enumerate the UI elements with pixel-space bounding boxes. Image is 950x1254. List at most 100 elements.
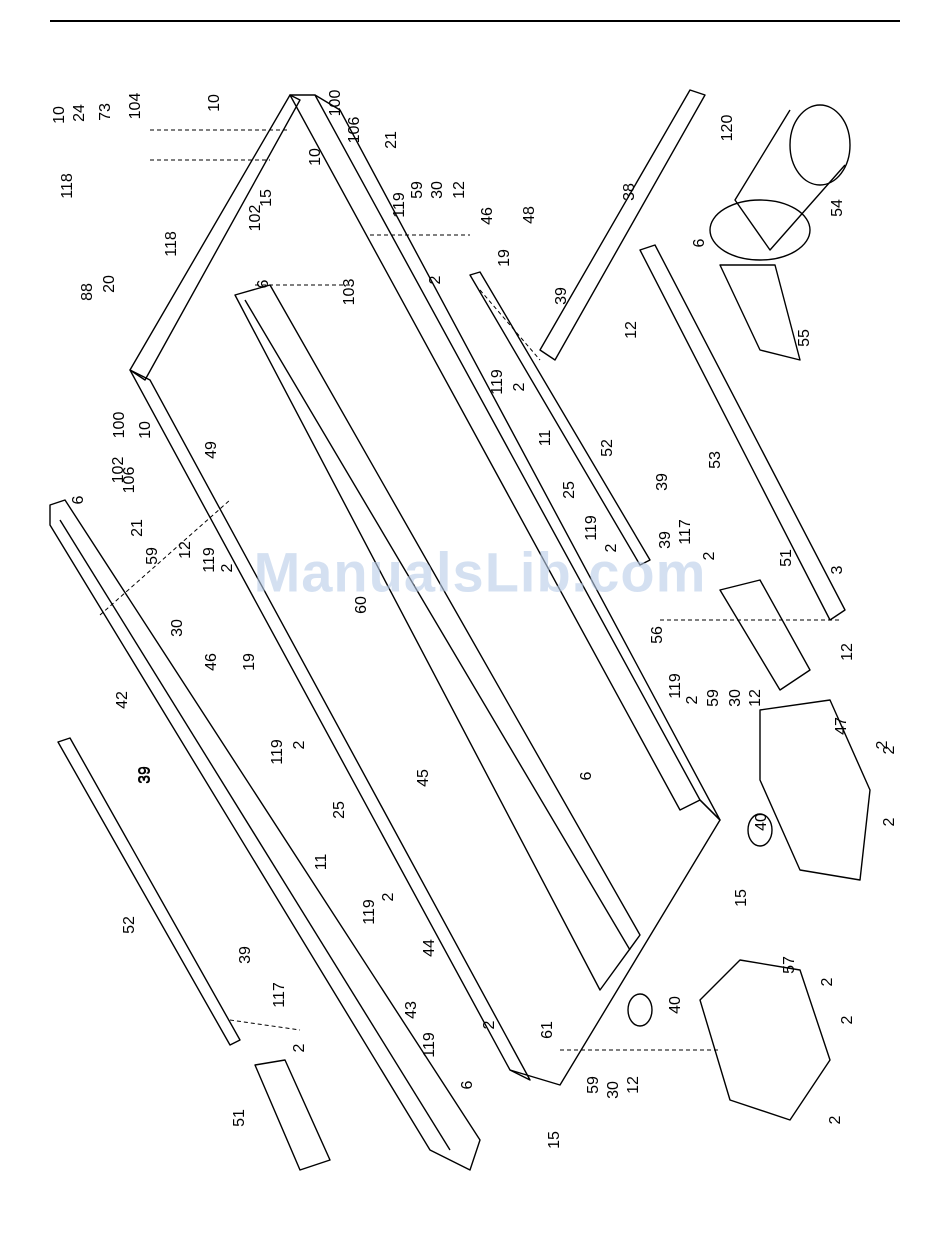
motor-body — [734, 109, 846, 251]
end-cap-front-51b — [254, 1059, 331, 1171]
motor-end — [789, 104, 851, 186]
callout-label: 119 — [421, 1032, 438, 1058]
header-rule — [50, 20, 900, 22]
end-cap-left-57 — [699, 959, 831, 1121]
callout-label: 10 — [206, 94, 223, 112]
callout-label: 43 — [403, 1001, 420, 1019]
deck-platform — [234, 284, 641, 991]
callout-label: 48 — [521, 206, 538, 224]
callout-label: 119 — [269, 739, 286, 765]
callout-label: 30 — [605, 1081, 622, 1099]
roller-shaft — [639, 244, 846, 621]
callout-label: 21 — [383, 131, 400, 149]
callout-label: 104 — [127, 92, 144, 120]
callout-label: 2 — [684, 695, 701, 705]
callout-label: 118 — [59, 173, 76, 199]
callout-label: 59 — [585, 1076, 602, 1094]
callout-label: 106 — [121, 466, 138, 494]
callout-label: 51 — [231, 1109, 248, 1127]
callout-label: 6 — [578, 771, 595, 781]
callout-label: 10 — [307, 148, 324, 166]
callout-label: 11 — [537, 429, 554, 447]
callout-label: 53 — [707, 451, 724, 469]
callout-label: 2 — [881, 817, 898, 827]
motor-bracket-rail — [539, 89, 706, 361]
callout-label: 118 — [163, 231, 180, 257]
callout-label: 100 — [327, 89, 344, 117]
callout-label: 6 — [255, 279, 272, 289]
callout-label: 12 — [451, 181, 468, 199]
deck-inner — [244, 299, 631, 951]
callout-label: 24 — [71, 104, 88, 122]
callout-label: 59 — [409, 181, 426, 199]
callout-label: 39 — [553, 287, 570, 305]
frame-end — [509, 799, 721, 1086]
callout-label: 12 — [625, 1076, 642, 1094]
foot-40a — [747, 813, 773, 847]
callout-label: 44 — [421, 939, 438, 957]
callout-label: 2 — [219, 563, 236, 573]
callout-label: 52 — [599, 439, 616, 457]
callout-label: 12 — [747, 689, 764, 707]
callout-label: 6 — [691, 238, 708, 248]
callout-label: 25 — [561, 481, 578, 499]
callout-label: 119 — [583, 515, 600, 541]
callout-label: 119 — [391, 192, 408, 218]
callout-label: 119 — [667, 673, 684, 699]
drive-belt — [719, 264, 801, 361]
callout-label: 119 — [361, 899, 378, 925]
callout-label: 38 — [621, 183, 638, 201]
callout-label: 25 — [331, 801, 348, 819]
callout-label: 6 — [459, 1080, 476, 1090]
callout-label: 47 — [833, 717, 850, 735]
callout-label: 30 — [429, 181, 446, 199]
foot-40b — [627, 993, 653, 1027]
frame-rail-right — [314, 94, 721, 821]
watermark: ManualsLib.com — [253, 540, 707, 604]
callout-label: 102 — [247, 204, 264, 232]
frame-crossbar — [129, 369, 531, 1081]
callout-label: 19 — [241, 653, 258, 671]
callout-label: 2 — [291, 740, 308, 750]
callout-label: 56 — [649, 626, 666, 644]
side-rail-left-edge — [59, 519, 451, 1151]
callout-label: 12 — [623, 321, 640, 339]
callout-label: 21 — [129, 519, 146, 537]
callout-label: 10 — [51, 106, 68, 124]
callout-label: 19 — [496, 249, 513, 267]
callout-label: 57 — [781, 956, 798, 974]
callout-label: 12 — [177, 541, 194, 559]
callout-label: 2 — [511, 382, 528, 392]
callout-label: 20 — [101, 275, 118, 293]
callout-label: 61 — [539, 1021, 556, 1039]
callout-label: 12 — [839, 643, 856, 661]
callout-label: 2 — [427, 275, 444, 285]
callout-label: 100 — [111, 411, 128, 439]
callout-label: 46 — [479, 207, 496, 225]
callout-label: 42 — [114, 691, 131, 709]
callout-label: 40 — [667, 996, 684, 1014]
motor-flywheel — [709, 199, 811, 261]
callout-label: 11 — [313, 853, 330, 871]
callout-label: 2 — [380, 892, 397, 902]
callout-label: 2 — [881, 745, 898, 755]
callout-label: 39 — [137, 766, 154, 784]
callout-label: 2 — [839, 1015, 856, 1025]
callout-label: 103 — [341, 278, 358, 306]
callout-label: 2 — [819, 977, 836, 987]
callout-label: 2 — [291, 1043, 308, 1053]
callout-label: 54 — [829, 199, 846, 217]
callout-label: 6 — [70, 495, 87, 505]
side-rail-left — [49, 499, 481, 1171]
callout-label: 2 — [481, 1020, 498, 1030]
callout-label: 30 — [727, 689, 744, 707]
callout-label: 59 — [144, 547, 161, 565]
callout-label: 119 — [489, 369, 506, 395]
callout-label: 45 — [415, 769, 432, 787]
callout-label: 55 — [796, 329, 813, 347]
foot-rail-right — [469, 271, 651, 566]
end-cap-front-51a — [719, 579, 811, 691]
callout-label: 120 — [719, 114, 736, 142]
callout-label: 73 — [97, 103, 114, 121]
